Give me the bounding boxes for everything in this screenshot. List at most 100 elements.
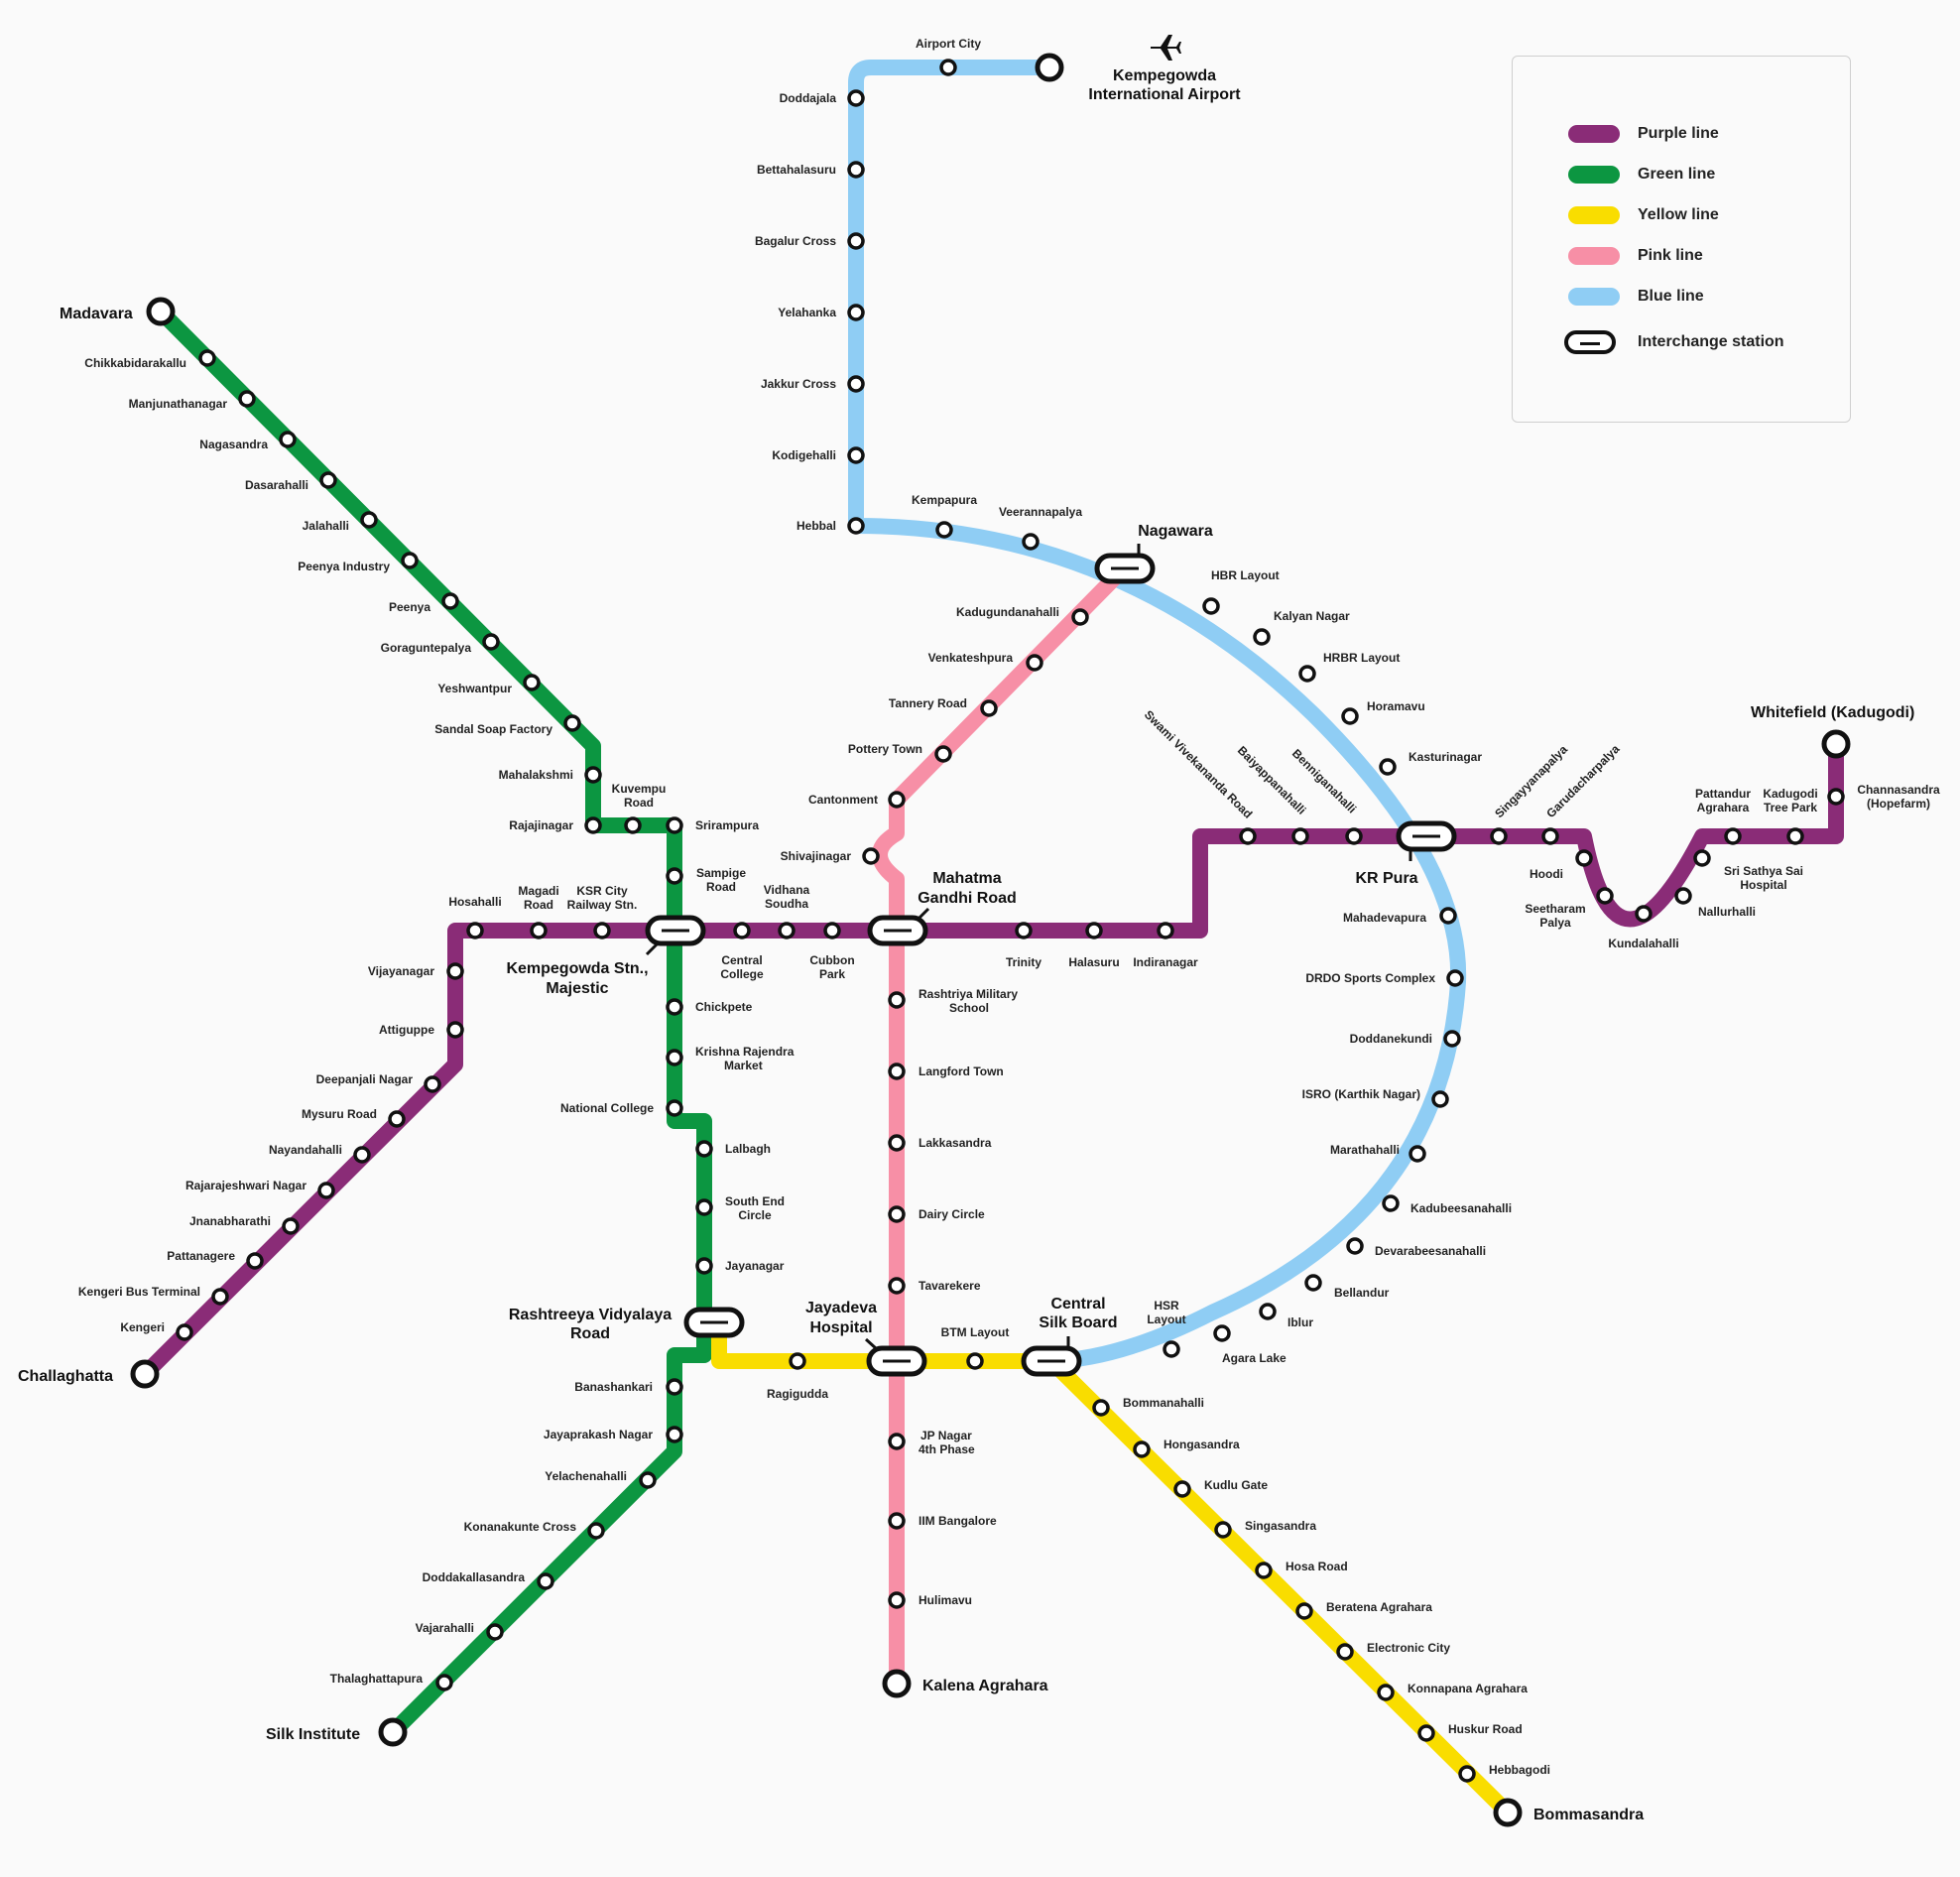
interchange-rv-road[interactable]: [683, 1307, 745, 1338]
station-kengeri[interactable]: [176, 1323, 193, 1341]
station-horamavu[interactable]: [1341, 707, 1359, 725]
station-vajarahalli[interactable]: [486, 1623, 504, 1641]
station-kasturinagar[interactable]: [1379, 758, 1397, 776]
station-dairy-circle[interactable]: [888, 1205, 906, 1223]
station-shivajinagar[interactable]: [862, 847, 880, 865]
station-goraguntepalya[interactable]: [482, 633, 500, 651]
station-veerannapalya[interactable]: [1022, 533, 1040, 551]
station-pattandur-agrahara[interactable]: [1724, 827, 1742, 845]
station-isro[interactable]: [1431, 1090, 1449, 1108]
station-rajarajeshwari-nagar[interactable]: [317, 1182, 335, 1199]
station-nayandahalli[interactable]: [353, 1146, 371, 1164]
interchange-jayadeva[interactable]: [864, 1337, 927, 1377]
station-magadi-road[interactable]: [530, 922, 548, 939]
station-swami-vivekananda-road[interactable]: [1239, 827, 1257, 845]
station-kadubeesanahalli[interactable]: [1382, 1194, 1400, 1212]
station-central-college[interactable]: [733, 922, 751, 939]
station-halasuru[interactable]: [1085, 922, 1103, 939]
station-channasandra[interactable]: [1827, 788, 1845, 806]
station-beratena-agrahara[interactable]: [1295, 1602, 1313, 1620]
station-doddakallasandra[interactable]: [537, 1572, 554, 1590]
station-south-end-circle[interactable]: [695, 1198, 713, 1216]
station-pottery-town[interactable]: [934, 745, 952, 763]
station-hosa-road[interactable]: [1255, 1562, 1273, 1579]
station-yelahanka[interactable]: [847, 304, 865, 321]
station-hsr-layout[interactable]: [1163, 1340, 1180, 1358]
station-drdo[interactable]: [1446, 969, 1464, 987]
station-airport-city[interactable]: [939, 59, 957, 76]
station-huskur-road[interactable]: [1417, 1724, 1435, 1742]
station-pattanagere[interactable]: [246, 1252, 264, 1270]
station-lalbagh[interactable]: [695, 1140, 713, 1158]
terminus-kalena-agrahara[interactable]: [882, 1669, 912, 1698]
terminus-silk-institute[interactable]: [378, 1717, 408, 1747]
station-national-college[interactable]: [666, 1099, 683, 1117]
terminus-whitefield[interactable]: [1821, 729, 1851, 759]
station-hongasandra[interactable]: [1133, 1440, 1151, 1458]
station-tannery-road[interactable]: [980, 699, 998, 717]
station-singayyanapalya[interactable]: [1490, 827, 1508, 845]
station-kengeri-bus-terminal[interactable]: [211, 1288, 229, 1306]
station-btm-layout[interactable]: [966, 1352, 984, 1370]
station-kadugodi-tree-park[interactable]: [1786, 827, 1804, 845]
station-jayanagar[interactable]: [695, 1257, 713, 1275]
station-banashankari[interactable]: [666, 1378, 683, 1396]
station-venkateshpura[interactable]: [1026, 654, 1043, 672]
station-langford-town[interactable]: [888, 1063, 906, 1080]
station-indiranagar[interactable]: [1157, 922, 1174, 939]
station-vidhana-soudha[interactable]: [778, 922, 796, 939]
station-hebbagodi[interactable]: [1458, 1765, 1476, 1783]
station-jp-nagar-4th-phase[interactable]: [888, 1433, 906, 1450]
station-kalyan-nagar[interactable]: [1253, 628, 1271, 646]
terminus-madavara[interactable]: [146, 297, 176, 326]
station-vijayanagar[interactable]: [446, 962, 464, 980]
station-electronic-city[interactable]: [1336, 1643, 1354, 1661]
station-seetharam-palya[interactable]: [1596, 887, 1614, 905]
station-mahadevapura[interactable]: [1439, 907, 1457, 925]
station-ragigudda[interactable]: [789, 1352, 806, 1370]
station-kodigehalli[interactable]: [847, 446, 865, 464]
station-attiguppe[interactable]: [446, 1021, 464, 1039]
interchange-majestic[interactable]: [645, 915, 706, 956]
station-tavarekere[interactable]: [888, 1277, 906, 1295]
station-mahalakshmi[interactable]: [584, 766, 602, 784]
terminus-bommasandra[interactable]: [1493, 1798, 1523, 1827]
station-dasarahalli[interactable]: [319, 471, 337, 489]
station-trinity[interactable]: [1015, 922, 1033, 939]
station-baiyappanahalli[interactable]: [1291, 827, 1309, 845]
station-devarabeesanahalli[interactable]: [1346, 1237, 1364, 1255]
station-doddanekundi[interactable]: [1443, 1030, 1461, 1048]
station-agara-lake[interactable]: [1213, 1324, 1231, 1342]
station-sampige-road[interactable]: [666, 867, 683, 885]
station-doddajala[interactable]: [847, 89, 865, 107]
station-bommanahalli[interactable]: [1092, 1399, 1110, 1417]
station-sandal-soap-factory[interactable]: [563, 714, 581, 732]
interchange-mg-road[interactable]: [867, 907, 930, 946]
station-bettahalasuru[interactable]: [847, 161, 865, 179]
station-singasandra[interactable]: [1214, 1521, 1232, 1539]
terminus-airport[interactable]: [1035, 53, 1064, 82]
station-chikkabidarakallu[interactable]: [198, 349, 216, 367]
station-jayaprakash-nagar[interactable]: [666, 1426, 683, 1443]
station-konanakunte-cross[interactable]: [587, 1522, 605, 1540]
station-hebbal[interactable]: [847, 517, 865, 535]
station-marathahalli[interactable]: [1409, 1145, 1426, 1163]
station-iim-bangalore[interactable]: [888, 1512, 906, 1530]
station-hoodi[interactable]: [1575, 849, 1593, 867]
station-bagalur-cross[interactable]: [847, 232, 865, 250]
station-chickpete[interactable]: [666, 998, 683, 1016]
station-garudacharpalya[interactable]: [1541, 827, 1559, 845]
station-ksr-city[interactable]: [593, 922, 611, 939]
station-thalaghattapura[interactable]: [435, 1674, 453, 1691]
station-peenya-industry[interactable]: [401, 552, 419, 569]
station-rashtriya-military-school[interactable]: [888, 991, 906, 1009]
station-yelachenahalli[interactable]: [639, 1471, 657, 1489]
station-iblur[interactable]: [1259, 1303, 1277, 1320]
station-srirampura[interactable]: [666, 816, 683, 834]
terminus-challaghatta[interactable]: [130, 1359, 160, 1389]
station-kundalahalli[interactable]: [1635, 905, 1653, 923]
station-sri-sathya-sai-hospital[interactable]: [1693, 849, 1711, 867]
station-hbr-layout[interactable]: [1202, 597, 1220, 615]
station-manjunathanagar[interactable]: [238, 390, 256, 408]
station-kudlu-gate[interactable]: [1173, 1480, 1191, 1498]
